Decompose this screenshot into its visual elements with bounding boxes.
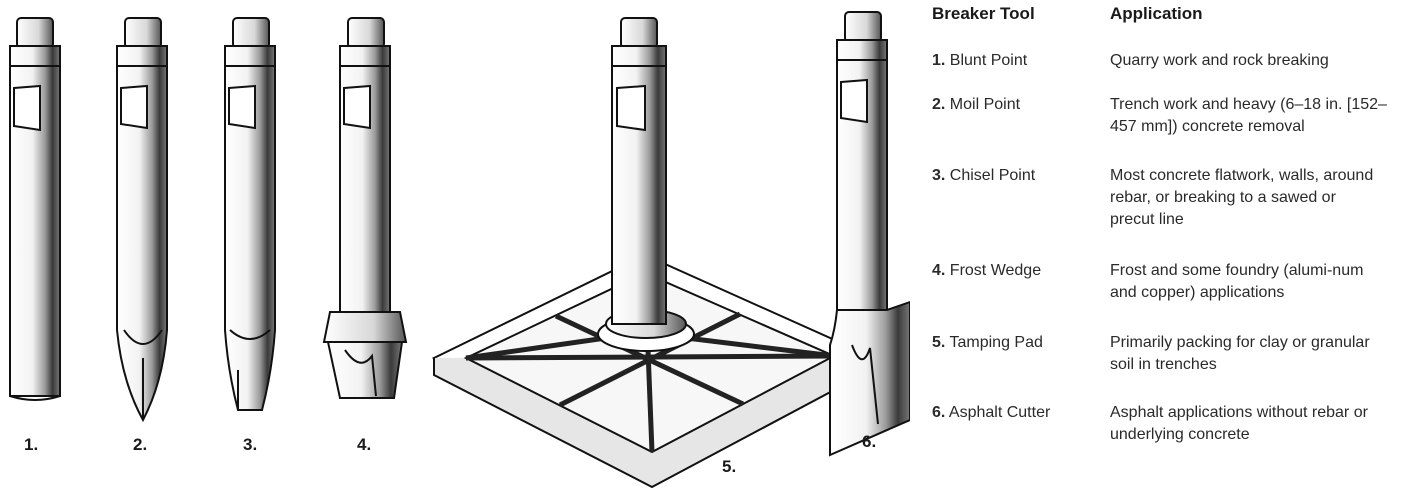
blunt-point-tool bbox=[9, 17, 61, 401]
tool-4-label: 4. bbox=[357, 435, 372, 454]
tool-3-label: 3. bbox=[243, 435, 258, 454]
tool-application: Trench work and heavy (6–18 in. [152–457… bbox=[1110, 96, 1387, 135]
tool-name: Chisel Point bbox=[949, 167, 1036, 184]
tool-1-label: 1. bbox=[24, 435, 39, 454]
tool-5-label: 5. bbox=[722, 457, 737, 476]
row-number: 6. bbox=[932, 404, 946, 421]
breaker-tool-table: Breaker Tool Application 1. Blunt Point … bbox=[932, 0, 1418, 489]
tool-name: Tamping Pad bbox=[949, 334, 1043, 351]
column-header-tool: Breaker Tool bbox=[932, 4, 1035, 23]
tool-name: Blunt Point bbox=[949, 52, 1028, 69]
column-header-application: Application bbox=[1110, 4, 1203, 23]
tamping-pad-tool bbox=[431, 17, 871, 489]
row-number: 5. bbox=[932, 334, 946, 351]
tool-application: Most concrete flatwork, walls, around re… bbox=[1110, 167, 1374, 228]
tool-application: Quarry work and rock breaking bbox=[1110, 52, 1329, 69]
breaker-tools-illustration bbox=[9, 11, 910, 489]
moil-point-tool bbox=[116, 17, 168, 423]
tool-application: Asphalt applications without rebar or un… bbox=[1110, 404, 1368, 443]
frost-wedge-tool bbox=[322, 17, 408, 399]
asphalt-cutter-tool bbox=[829, 11, 910, 457]
tool-name: Moil Point bbox=[949, 96, 1021, 113]
tool-6-label: 6. bbox=[862, 432, 877, 451]
tool-application: Primarily packing for clay or granular s… bbox=[1110, 334, 1370, 373]
tool-name: Frost Wedge bbox=[949, 262, 1042, 279]
row-number: 2. bbox=[932, 96, 946, 113]
chisel-point-tool bbox=[224, 17, 276, 411]
row-number: 1. bbox=[932, 52, 946, 69]
row-number: 4. bbox=[932, 262, 946, 279]
tool-name: Asphalt Cutter bbox=[948, 404, 1051, 421]
row-number: 3. bbox=[932, 167, 946, 184]
tool-application: Frost and some foundry (alumi-num and co… bbox=[1110, 262, 1364, 301]
tool-2-label: 2. bbox=[133, 435, 148, 454]
